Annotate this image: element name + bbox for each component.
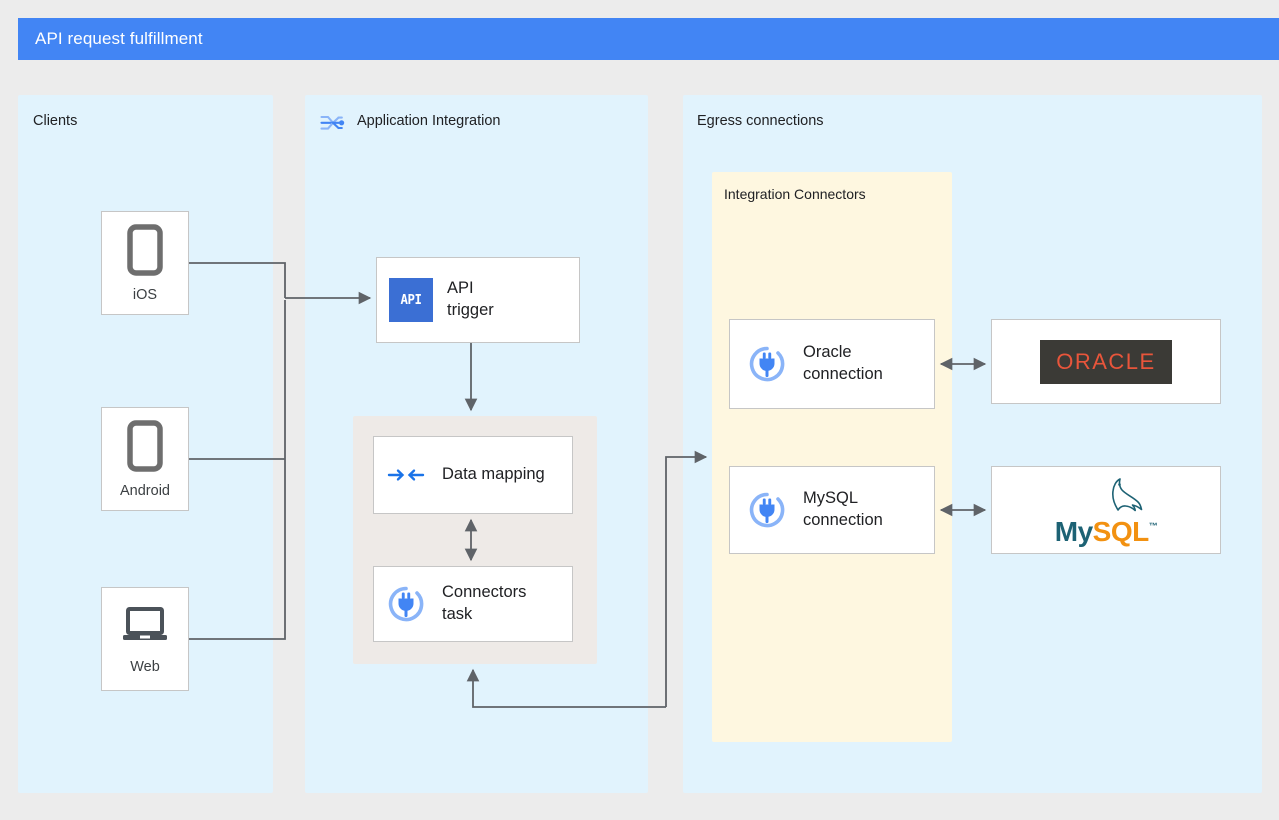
- node-label: Oracle connection: [803, 343, 883, 383]
- group-integration-connectors: [712, 172, 952, 742]
- node-label: MySQL connection: [803, 489, 883, 529]
- client-label: iOS: [132, 286, 158, 303]
- node-api-trigger[interactable]: API API trigger: [376, 257, 580, 343]
- backend-mysql[interactable]: MySQL™: [991, 466, 1221, 554]
- connector-plug-icon: [386, 584, 426, 624]
- client-card-android[interactable]: Android: [101, 407, 189, 511]
- api-badge-icon: API: [389, 278, 433, 322]
- panel-label-egress-connections: Egress connections: [697, 113, 824, 129]
- client-card-web[interactable]: Web: [101, 587, 189, 691]
- client-label: Android: [120, 482, 170, 499]
- mysql-logo-primary-text: My: [1054, 515, 1093, 547]
- mysql-logo-trademark: ™: [1148, 520, 1158, 531]
- page-title: API request fulfillment: [35, 29, 203, 48]
- api-badge-text: API: [400, 292, 422, 308]
- laptop-icon: [119, 604, 171, 653]
- node-oracle-connection[interactable]: Oracle connection: [729, 319, 935, 409]
- oracle-logo: ORACLE: [1040, 339, 1172, 384]
- client-label: Web: [130, 658, 160, 675]
- phone-icon: [124, 223, 166, 281]
- client-card-ios[interactable]: iOS: [101, 211, 189, 315]
- diagram-title-bar: API request fulfillment: [18, 18, 1279, 60]
- node-label: API trigger: [447, 279, 494, 319]
- backend-oracle[interactable]: ORACLE: [991, 319, 1221, 404]
- mysql-logo: MySQL™: [1054, 475, 1158, 547]
- connector-plug-icon: [747, 344, 787, 384]
- node-connectors-task[interactable]: Connectors task: [373, 566, 573, 642]
- application-integration-icon: [317, 108, 347, 138]
- mysql-dolphin-icon: [1088, 475, 1150, 520]
- oracle-logo-text: ORACLE: [1056, 348, 1156, 374]
- panel-label-application-integration: Application Integration: [357, 113, 501, 129]
- node-label: Data mapping: [442, 465, 545, 484]
- node-data-mapping[interactable]: Data mapping: [373, 436, 573, 514]
- data-mapping-icon: [386, 455, 426, 495]
- phone-icon: [124, 419, 166, 477]
- node-label: Connectors task: [442, 583, 527, 623]
- panel-label-clients: Clients: [33, 113, 78, 129]
- group-label-integration-connectors: Integration Connectors: [724, 186, 866, 202]
- mysql-logo-secondary-text: SQL: [1092, 515, 1150, 547]
- connector-plug-icon: [747, 490, 787, 530]
- node-mysql-connection[interactable]: MySQL connection: [729, 466, 935, 554]
